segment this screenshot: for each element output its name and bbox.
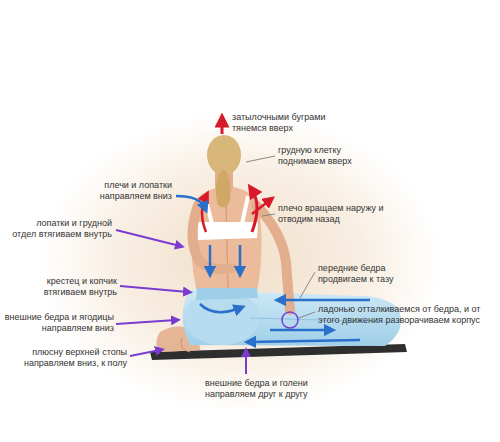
annotation-label: плечо вращаем наружу и отводим назад: [278, 203, 398, 225]
annotation-label: внешние бедра и голени направляем друг к…: [205, 378, 325, 400]
annotation-label: затылочными буграми тянемся вверх: [232, 112, 342, 134]
head: [207, 135, 241, 175]
arm-behind-back: [192, 205, 232, 269]
annotation-label: передние бедра продвигаем к тазу: [318, 263, 428, 285]
annotation-label: грудную клетку поднимаем вверх: [278, 145, 388, 167]
palm-marker: [282, 312, 298, 328]
annotation-label: крестец и копчик втягиваем внутрь: [17, 276, 117, 298]
annotation-label: ладонью отталкиваемся от бедра, и от это…: [318, 304, 488, 326]
annotation-label: лопатки и грудной отдел втягиваем внутрь: [12, 218, 112, 240]
ponytail: [216, 170, 231, 208]
annotation-label: плечи и лопатки направляем вниз: [82, 180, 172, 202]
annotation-label: плюсну верхней стопы направляем вниз, к …: [17, 347, 127, 369]
annotation-label: внешние бедра и ягодицы направляем вниз: [4, 312, 114, 334]
